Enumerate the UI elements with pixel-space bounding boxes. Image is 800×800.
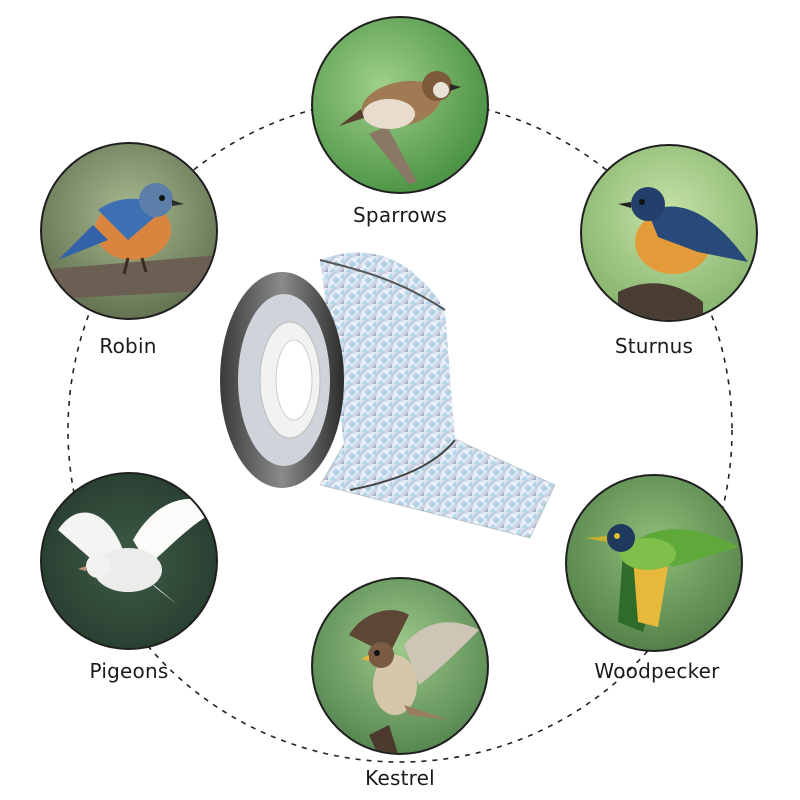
- kestrel-photo: [309, 575, 491, 757]
- bird-label-robin: Robin: [99, 334, 157, 358]
- woodpecker-photo: [563, 472, 745, 654]
- kestrel-icon: [311, 577, 489, 755]
- bird-label-pigeons: Pigeons: [89, 659, 169, 683]
- robin-icon: [40, 142, 218, 320]
- sparrow-photo: [309, 14, 491, 196]
- robin-photo: [38, 140, 220, 322]
- sparrow-icon: [311, 16, 489, 194]
- bird-label-kestrel: Kestrel: [365, 766, 435, 790]
- bird-label-sturnus: Sturnus: [614, 334, 694, 358]
- bird-label-woodpecker: Woodpecker: [594, 659, 720, 683]
- pigeon-icon: [40, 472, 218, 650]
- sturnus-photo: [578, 142, 760, 324]
- reflective-tape-roll-icon: [220, 252, 556, 539]
- woodpecker-icon: [565, 474, 743, 652]
- pigeon-photo: [38, 470, 220, 652]
- sturnus-icon: [580, 144, 758, 322]
- bird-label-sparrows: Sparrows: [353, 203, 447, 227]
